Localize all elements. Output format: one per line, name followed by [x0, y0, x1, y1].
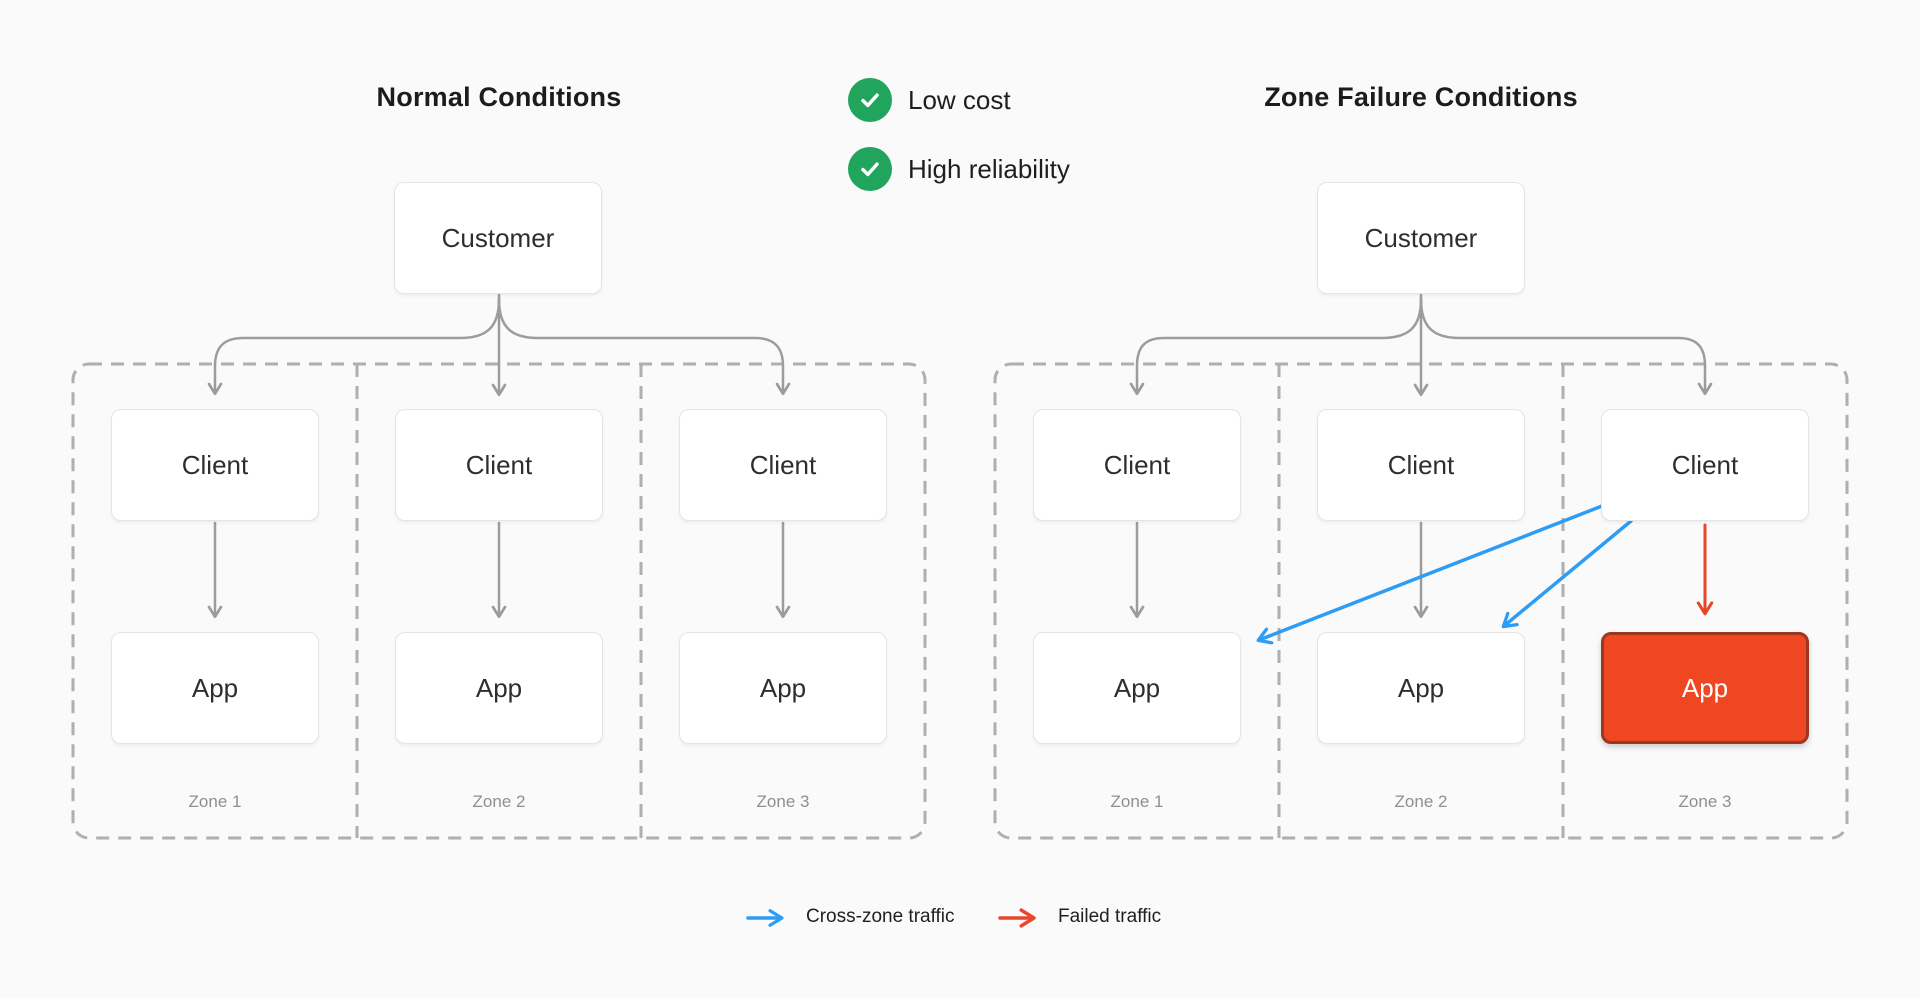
benefit-low-cost: Low cost	[848, 78, 1011, 122]
left-customer-to-client1-arrow	[207, 297, 501, 396]
right-zone1-client-box: Client	[1033, 409, 1241, 521]
left-zone1-app-box: App	[111, 632, 319, 744]
benefit-high-reliability: High reliability	[848, 147, 1070, 191]
right-zone2-label: Zone 2	[1394, 792, 1448, 811]
right-customer-to-client3-arrow	[1419, 297, 1713, 396]
benefit-label: High reliability	[908, 153, 1070, 184]
right-diagram-title: Zone Failure Conditions	[1264, 82, 1578, 112]
right-customer-to-client1-arrow	[1129, 297, 1423, 396]
legend-failed-label: Failed traffic	[1058, 906, 1162, 927]
check-circle-icon	[848, 78, 892, 122]
cross-zone-arrow-to-app2	[1501, 519, 1633, 629]
right-zone2-app-box: App	[1317, 632, 1525, 744]
cross-zone-arrow-to-app1	[1256, 504, 1604, 645]
right-customer-box: Customer	[1317, 182, 1525, 294]
right-zone2-client-box: Client	[1317, 409, 1525, 521]
left-zone3-app-box: App	[679, 632, 887, 744]
left-zone2-client-box: Client	[395, 409, 603, 521]
right-zone1-app-box: App	[1033, 632, 1241, 744]
right-zone3-app-box-failed: App	[1601, 632, 1809, 744]
left-zone2-app-box: App	[395, 632, 603, 744]
right-zone1-label: Zone 1	[1110, 792, 1164, 811]
left-customer-to-client3-arrow	[497, 297, 791, 396]
left-zone1-client-box: Client	[111, 409, 319, 521]
right-zone3-client-box: Client	[1601, 409, 1809, 521]
right-zone3-label: Zone 3	[1678, 792, 1732, 811]
check-circle-icon	[848, 147, 892, 191]
left-diagram-title: Normal Conditions	[376, 82, 622, 112]
left-customer-box: Customer	[394, 182, 602, 294]
legend-cross-zone-label: Cross-zone traffic	[806, 906, 955, 927]
left-zone3-client-box: Client	[679, 409, 887, 521]
left-zone1-label: Zone 1	[188, 792, 242, 811]
benefit-label: Low cost	[908, 84, 1011, 115]
left-zone2-label: Zone 2	[472, 792, 526, 811]
left-zone3-label: Zone 3	[756, 792, 810, 811]
